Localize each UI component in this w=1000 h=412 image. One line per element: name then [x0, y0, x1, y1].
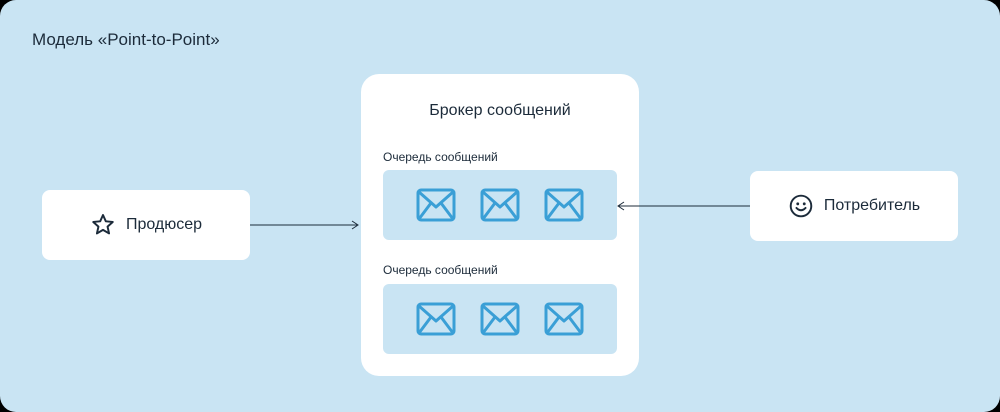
- envelope-icon: [416, 188, 456, 222]
- producer-label: Продюсер: [125, 216, 203, 233]
- queue-label: Очередь сообщений: [383, 263, 498, 277]
- consumer-label: Потребитель: [823, 197, 921, 214]
- broker-title: Брокер сообщений: [429, 102, 571, 119]
- message-queue: [383, 284, 617, 354]
- producer-node: Продюсер: [42, 190, 250, 260]
- star-icon: [92, 214, 114, 235]
- smiley-icon: [789, 194, 813, 218]
- consumer-node: Потребитель: [750, 171, 958, 241]
- queue-label: Очередь сообщений: [383, 150, 498, 164]
- envelope-icon: [544, 188, 584, 222]
- diagram-title: Модель «Point-to-Point»: [32, 30, 220, 49]
- message-broker: Брокер сообщений Очередь сообщений Очере…: [361, 74, 639, 376]
- producer-to-queue-arrow: [250, 220, 359, 230]
- envelope-icon: [544, 302, 584, 336]
- envelope-icon: [480, 188, 520, 222]
- envelope-icon: [416, 302, 456, 336]
- message-queue: [383, 170, 617, 240]
- envelope-icon: [480, 302, 520, 336]
